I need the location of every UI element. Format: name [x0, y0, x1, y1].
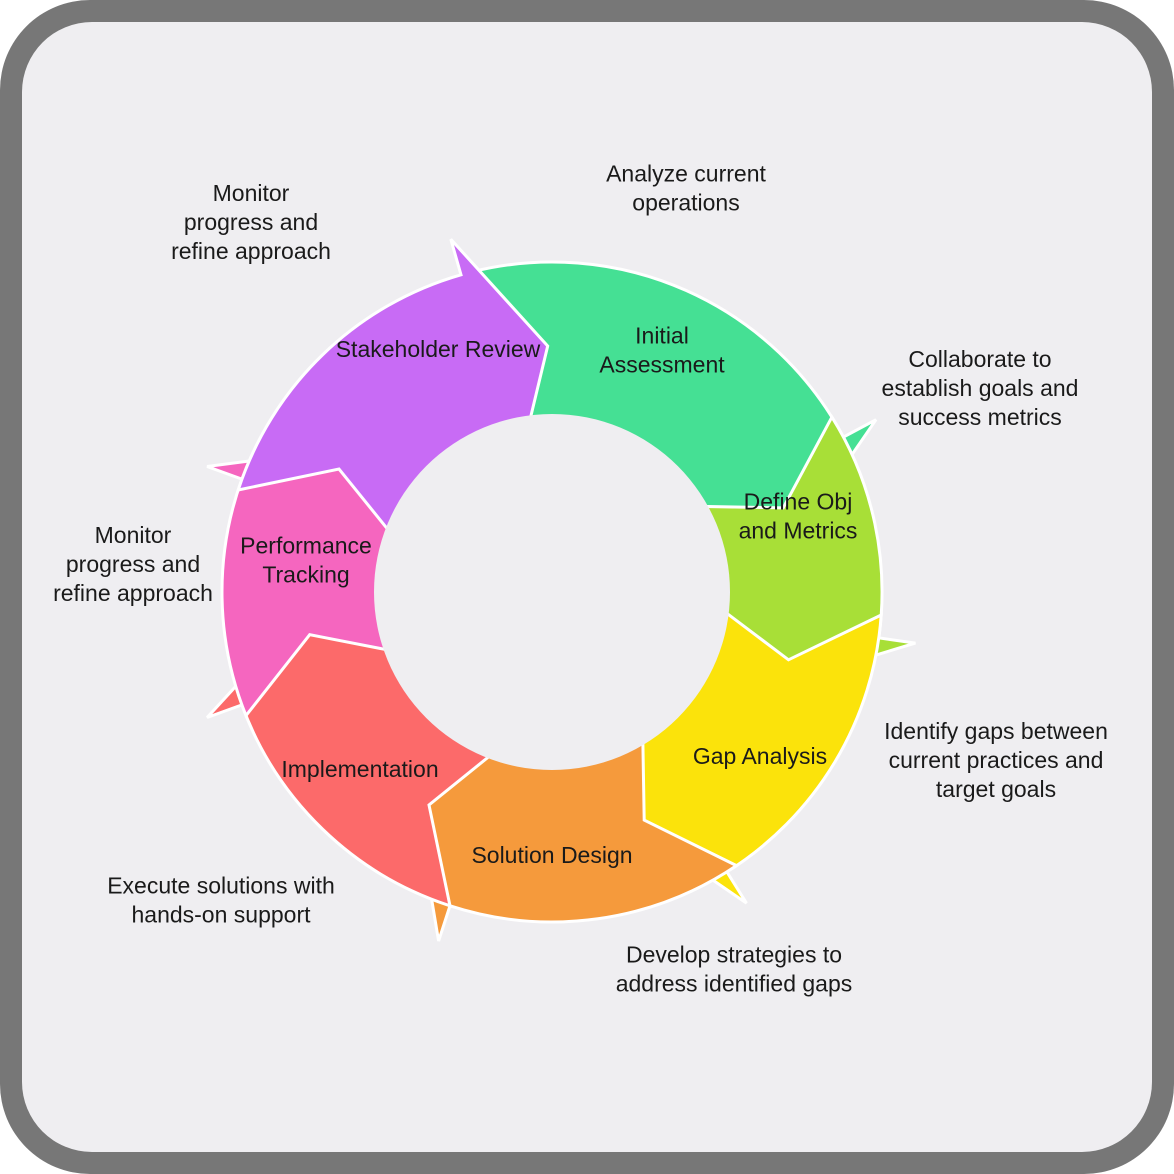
- step-description-performance-tracking-line: refine approach: [53, 580, 213, 606]
- step-description-performance-tracking: Monitor progress and refine approach: [53, 522, 213, 606]
- step-label-performance-tracking-line: Performance: [240, 533, 372, 559]
- step-description-define-objectives-line: success metrics: [898, 404, 1062, 430]
- step-description-initial-assessment: Analyze current operations: [606, 161, 766, 216]
- step-label-implementation: Implementation: [281, 756, 438, 782]
- step-description-initial-assessment-line: operations: [632, 190, 739, 216]
- step-label-gap-analysis: Gap Analysis: [693, 743, 827, 769]
- step-label-performance-tracking-line: Tracking: [262, 562, 349, 588]
- step-description-implementation: Execute solutions with hands-on support: [107, 873, 335, 928]
- step-label-gap-analysis-line: Gap Analysis: [693, 743, 827, 769]
- step-description-performance-tracking-line: Monitor: [95, 522, 172, 548]
- step-label-stakeholder-review: Stakeholder Review: [336, 336, 541, 362]
- step-description-gap-analysis-line: current practices and: [889, 747, 1104, 773]
- step-description-stakeholder-review: Monitor progress and refine approach: [171, 180, 331, 264]
- step-label-stakeholder-review-line: Stakeholder Review: [336, 336, 541, 362]
- step-label-define-objectives-line: and Metrics: [739, 518, 858, 544]
- step-description-stakeholder-review-line: progress and: [184, 209, 318, 235]
- step-description-gap-analysis: Identify gaps between current practices a…: [884, 718, 1108, 802]
- step-description-define-objectives-line: establish goals and: [882, 375, 1079, 401]
- step-description-performance-tracking-line: progress and: [66, 551, 200, 577]
- step-description-implementation-line: Execute solutions with: [107, 873, 335, 899]
- step-description-solution-design: Develop strategies to address identified …: [616, 942, 853, 997]
- step-label-define-objectives-line: Define Obj: [744, 489, 853, 515]
- step-description-define-objectives-line: Collaborate to: [908, 346, 1051, 372]
- step-label-initial-assessment-line: Assessment: [599, 352, 725, 378]
- step-description-solution-design-line: Develop strategies to: [626, 942, 842, 968]
- step-description-define-objectives: Collaborate to establish goals and success…: [882, 346, 1079, 430]
- step-description-gap-analysis-line: Identify gaps between: [884, 718, 1108, 744]
- step-label-initial-assessment-line: Initial: [635, 323, 689, 349]
- step-label-implementation-line: Implementation: [281, 756, 438, 782]
- step-label-solution-design: Solution Design: [471, 842, 632, 868]
- step-description-solution-design-line: address identified gaps: [616, 971, 853, 997]
- step-label-define-objectives: Define Obj and Metrics: [739, 489, 858, 544]
- step-label-solution-design-line: Solution Design: [471, 842, 632, 868]
- step-description-stakeholder-review-line: refine approach: [171, 238, 331, 264]
- center-hole: [374, 414, 730, 770]
- step-description-implementation-line: hands-on support: [131, 902, 311, 928]
- step-description-initial-assessment-line: Analyze current: [606, 161, 766, 187]
- step-description-gap-analysis-line: target goals: [936, 776, 1056, 802]
- step-description-stakeholder-review-line: Monitor: [213, 180, 290, 206]
